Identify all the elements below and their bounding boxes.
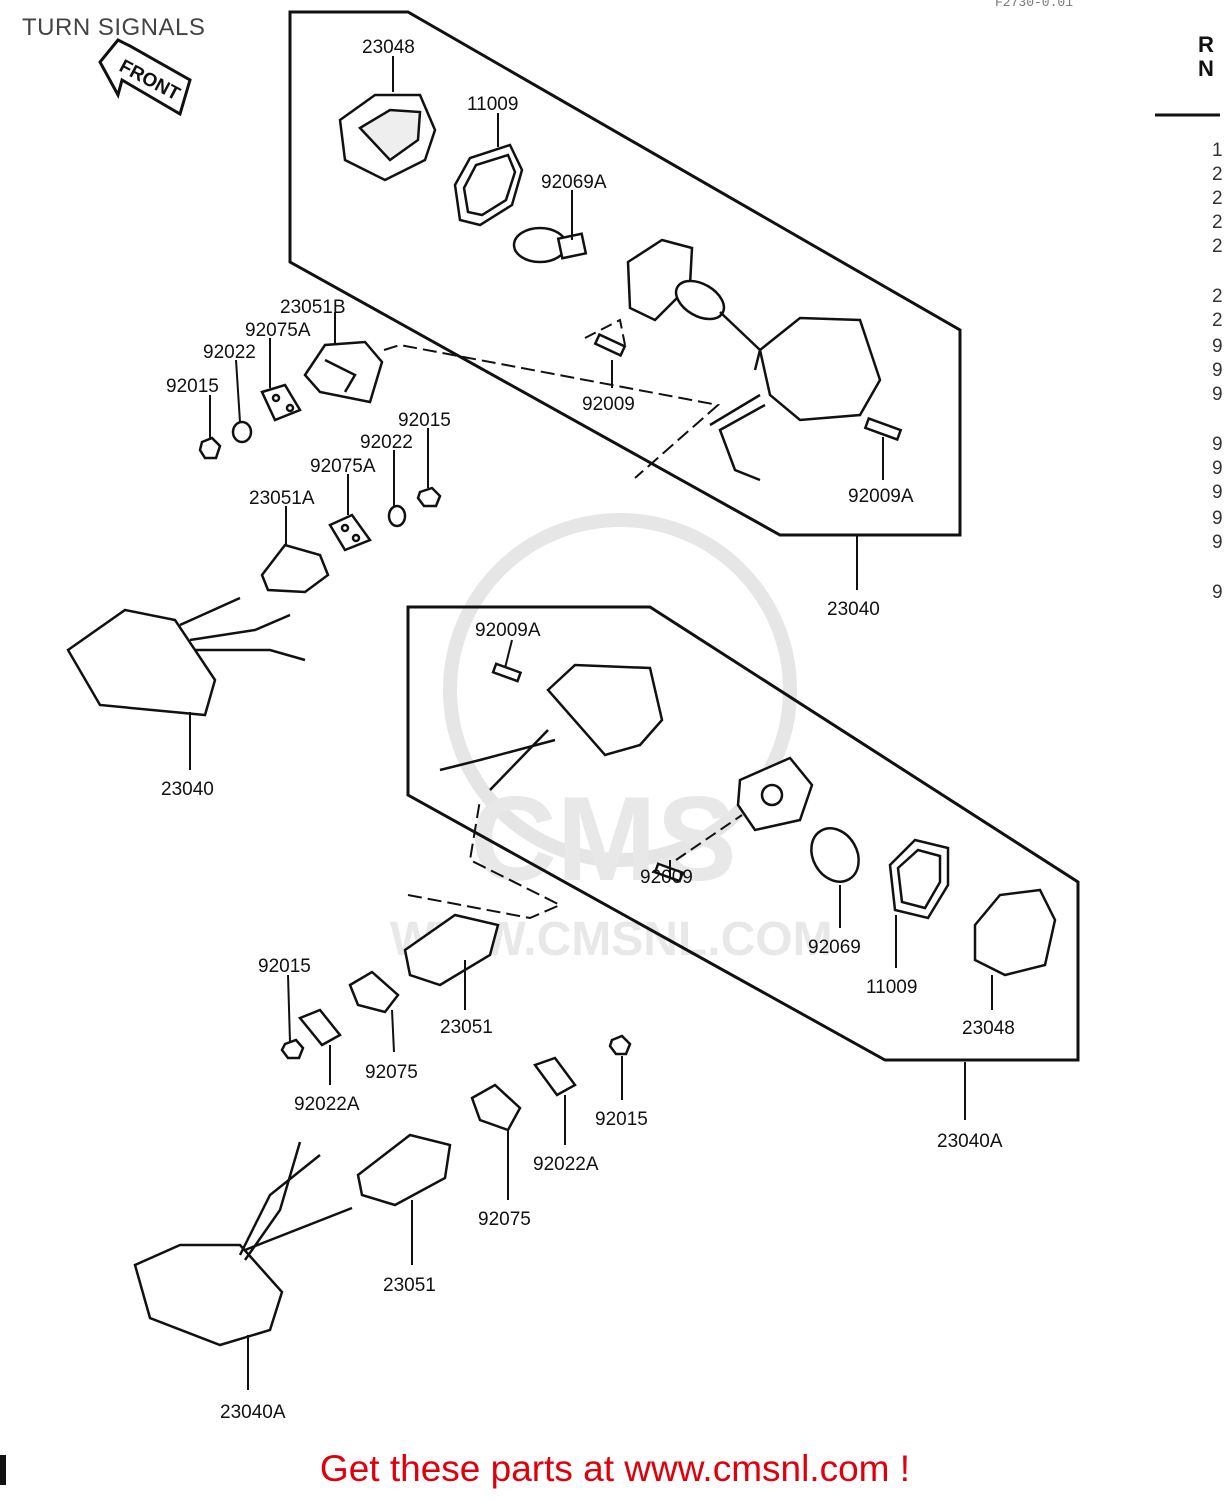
callout-92009A-upper: 92009A <box>848 486 914 507</box>
bracket-23051-lower[interactable] <box>356 1133 452 1207</box>
lens-23048-lower[interactable] <box>973 888 1057 977</box>
footer-edge-mark <box>0 1455 6 1485</box>
callout-92069A: 92069A <box>541 172 607 193</box>
callout-23051B: 23051B <box>280 297 346 318</box>
callout-92022-mid: 92022 <box>360 432 413 453</box>
watermark: CMS WWW.CMSNL.COM <box>390 513 833 966</box>
grommet-92075-left[interactable] <box>348 970 400 1014</box>
callout-11009-lower: 11009 <box>866 977 917 998</box>
callout-23040A-lower: 23040A <box>220 1402 286 1423</box>
ref-item: 2 <box>1212 188 1223 209</box>
callout-92075-left: 92075 <box>365 1062 418 1083</box>
ref-item: 2 <box>1212 212 1223 233</box>
screw-92009A-upper[interactable] <box>863 416 903 442</box>
grommet-92075A-upper[interactable] <box>260 383 302 422</box>
callout-92022A-right: 92022A <box>533 1154 599 1175</box>
callout-23051-upper: 23051 <box>440 1017 493 1038</box>
grommet-92075A-mid[interactable] <box>328 513 372 552</box>
bracket-23051A[interactable] <box>260 543 330 594</box>
signal-body-23040A-lower[interactable] <box>133 1141 353 1347</box>
callout-92075A-mid: 92075A <box>310 456 376 477</box>
callout-23040-upper: 23040 <box>827 599 880 620</box>
assembly-boundary-23040A <box>406 605 1080 1062</box>
ref-header-n: N <box>1198 56 1214 81</box>
ref-item: 2 <box>1212 164 1223 185</box>
callout-92022-upper: 92022 <box>203 342 256 363</box>
signal-body-23040-upper[interactable] <box>709 316 882 482</box>
ref-item: 2 <box>1212 236 1223 257</box>
signal-body-23040A-upper[interactable] <box>439 663 664 791</box>
ref-item: 9 <box>1212 384 1223 405</box>
signal-body-23040-left[interactable] <box>66 596 306 717</box>
ref-item: 9 <box>1212 458 1223 479</box>
nut-92015-mid[interactable] <box>416 486 442 508</box>
drawing-code: F2730-0.01 <box>995 0 1073 10</box>
gasket-11009-lower[interactable] <box>888 838 950 920</box>
ref-item: 9 <box>1212 434 1223 455</box>
ref-item: 2 <box>1212 286 1223 307</box>
plate-92022A-left[interactable] <box>297 1008 342 1047</box>
callout-11009-upper: 11009 <box>467 94 518 115</box>
callout-23051A: 23051A <box>249 488 315 509</box>
socket-housing-lower[interactable] <box>736 756 814 832</box>
washer-92022-upper[interactable] <box>231 420 253 444</box>
watermark-logo: CMS <box>470 772 737 906</box>
ref-item: 9 <box>1212 336 1223 357</box>
callout-23040-left: 23040 <box>161 779 214 800</box>
front-arrow-icon: FRONT <box>98 38 192 117</box>
callout-23051-lower: 23051 <box>383 1275 436 1296</box>
callout-labels: 23048 11009 92069A 23051B 92075A 92022 9… <box>161 37 1015 1423</box>
lens-23048-upper[interactable] <box>338 93 437 182</box>
bracket-23051-upper[interactable] <box>403 913 500 987</box>
ref-item: 9 <box>1212 532 1223 553</box>
bracket-23051B[interactable] <box>303 340 384 404</box>
ref-item: 1 <box>1212 140 1223 161</box>
screw-92009A-lower[interactable] <box>491 662 523 683</box>
leader-lines <box>189 56 993 1390</box>
callout-92075-right: 92075 <box>478 1209 531 1230</box>
grommet-92075-right[interactable] <box>470 1083 522 1132</box>
callout-92015-upper: 92015 <box>166 376 219 397</box>
dashed-leaders <box>383 318 743 920</box>
socket-housing-upper[interactable] <box>626 238 762 371</box>
callout-92022A-left: 92022A <box>294 1094 360 1115</box>
ref-item: 9 <box>1212 582 1223 603</box>
washer-92022-mid[interactable] <box>387 504 407 528</box>
callout-92015-lower-left: 92015 <box>258 956 311 977</box>
ref-item: 9 <box>1212 360 1223 381</box>
gasket-11009-upper[interactable] <box>453 143 524 227</box>
callout-23048-lower: 23048 <box>962 1018 1015 1039</box>
callout-92009A-lower: 92009A <box>475 620 541 641</box>
page-title: TURN SIGNALS <box>22 14 206 41</box>
bulb-92069[interactable] <box>802 820 868 890</box>
callout-92009-lower: 92009 <box>640 867 693 888</box>
footer-link[interactable]: Get these parts at www.cmsnl.com ! <box>319 1448 911 1489</box>
callout-92075A-upper: 92075A <box>245 320 311 341</box>
callout-92009-upper: 92009 <box>582 394 635 415</box>
ref-item: 9 <box>1212 482 1223 503</box>
callout-92069: 92069 <box>808 937 861 958</box>
nut-92015-lower-left[interactable] <box>280 1038 305 1060</box>
nut-92015-lower-right[interactable] <box>608 1034 632 1056</box>
plate-92022A-right[interactable] <box>532 1056 577 1097</box>
screw-92009-upper[interactable] <box>593 332 627 358</box>
ref-header-r: R <box>1198 32 1214 57</box>
bulb-92069A[interactable] <box>512 226 588 264</box>
callout-23040A-right: 23040A <box>937 1131 1003 1152</box>
nut-92015-upper[interactable] <box>198 436 222 460</box>
callout-92015-mid: 92015 <box>398 410 451 431</box>
ref-item: 9 <box>1212 508 1223 529</box>
callout-92015-lower-right: 92015 <box>595 1109 648 1130</box>
ref-item: 2 <box>1212 310 1223 331</box>
callout-23048-upper: 23048 <box>362 37 415 58</box>
assembly-boundary-23040 <box>288 10 962 537</box>
